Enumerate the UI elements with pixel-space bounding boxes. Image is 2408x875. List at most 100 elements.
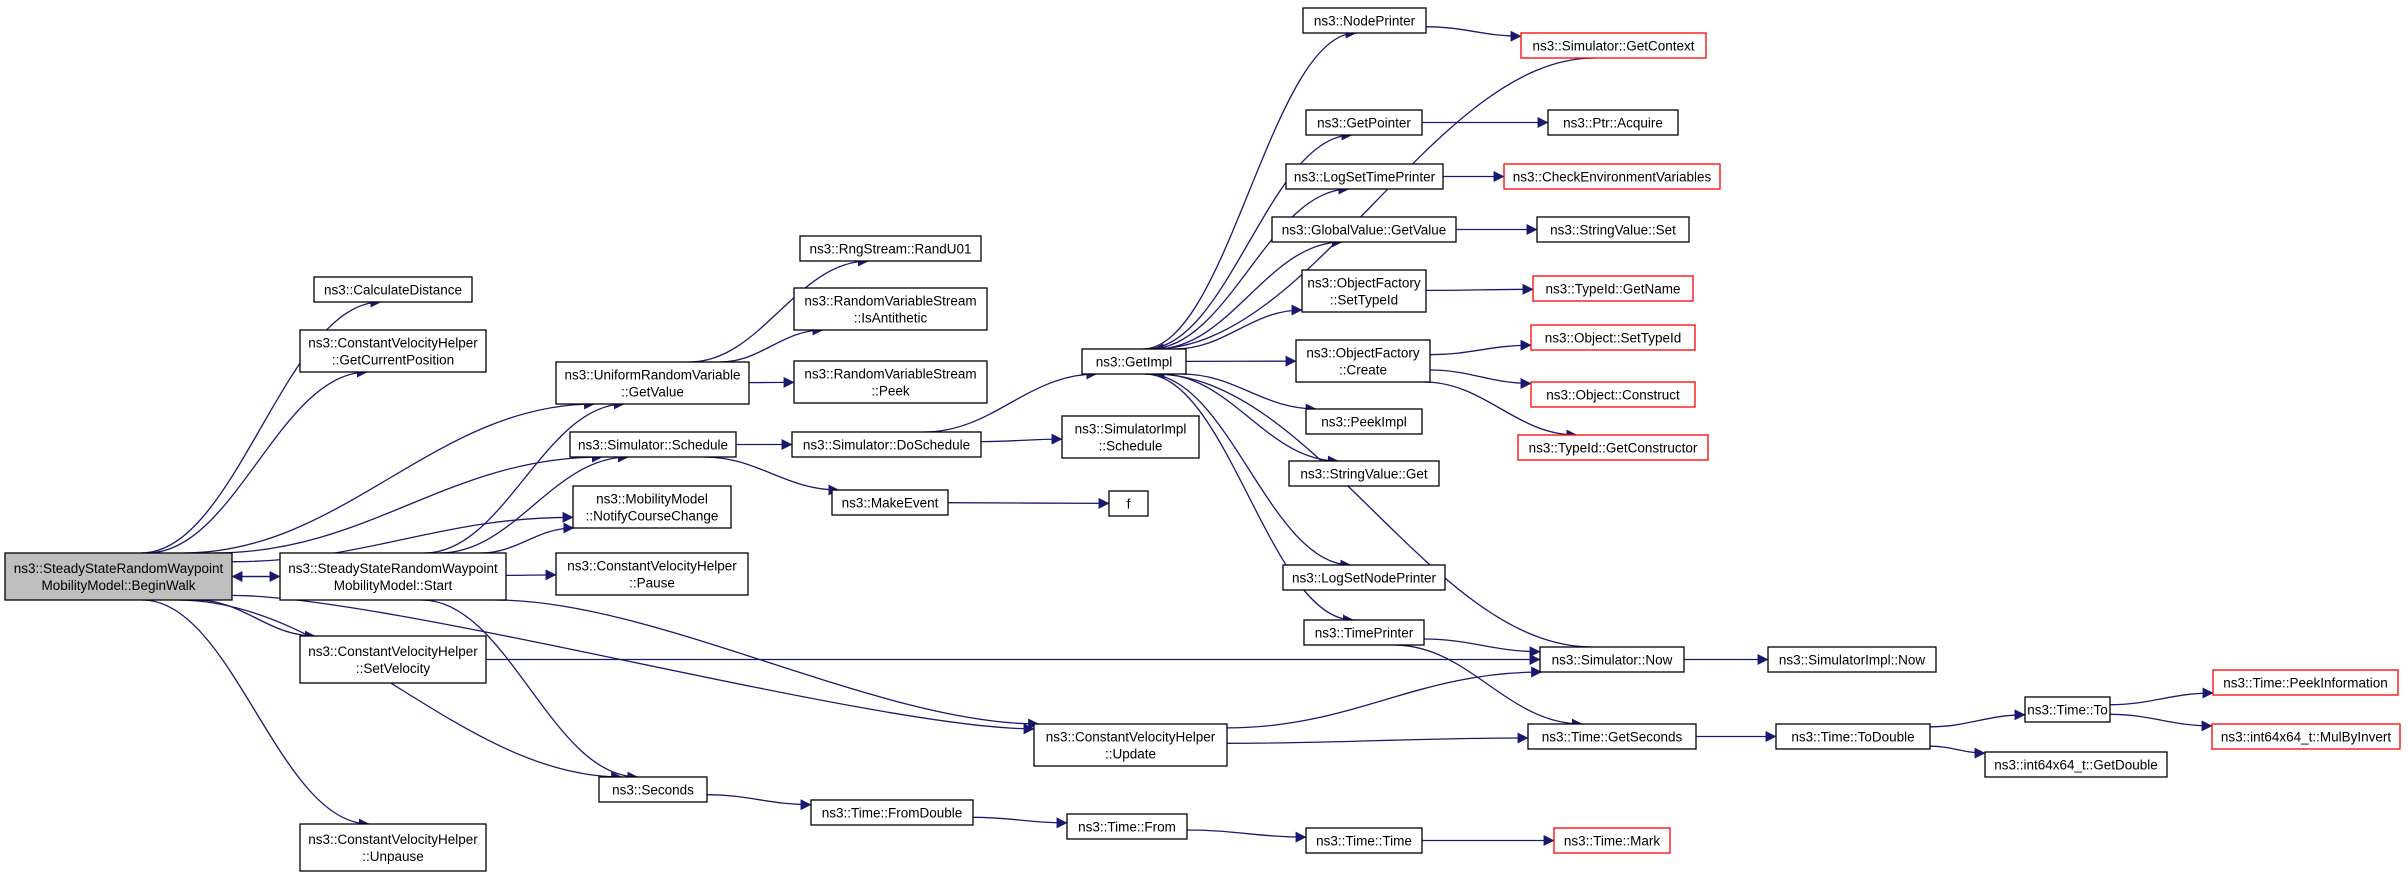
edge-line bbox=[1429, 339, 1532, 356]
node-ptracquire[interactable]: ns3::Ptr::Acquire bbox=[1547, 109, 1679, 136]
node-sim-now[interactable]: ns3::Simulator::Now bbox=[1539, 646, 1685, 673]
node-getseconds[interactable]: ns3::Time::GetSeconds bbox=[1527, 723, 1697, 750]
node-box bbox=[1303, 619, 1425, 646]
node-box bbox=[1066, 813, 1188, 840]
node-box bbox=[1302, 7, 1427, 34]
node-doschedule[interactable]: ns3::Simulator::DoSchedule bbox=[791, 431, 982, 458]
node-getcurpos[interactable]: ns3::ConstantVelocityHelper::GetCurrentP… bbox=[299, 329, 487, 373]
node-box bbox=[1984, 751, 2168, 778]
node-randu01[interactable]: ns3::RngStream::RandU01 bbox=[799, 235, 982, 262]
edge-getimpl-to-of-settypeid bbox=[1174, 304, 1303, 350]
edge-timeprinter-to-sim-now bbox=[1423, 638, 1541, 658]
node-label: ns3::RandomVariableStream bbox=[804, 294, 976, 309]
node-box bbox=[2212, 669, 2399, 696]
node-fromdouble[interactable]: ns3::Time::FromDouble bbox=[810, 799, 974, 826]
node-isanti[interactable]: ns3::RandomVariableStream::IsAntithetic bbox=[793, 287, 988, 331]
node-timeprinter[interactable]: ns3::TimePrinter bbox=[1303, 619, 1425, 646]
node-makeevent[interactable]: ns3::MakeEvent bbox=[831, 489, 949, 516]
node-box bbox=[555, 361, 750, 405]
edge-beginwalk-to-sim-schedule bbox=[213, 451, 603, 554]
node-cvh-update[interactable]: ns3::ConstantVelocityHelper::Update bbox=[1033, 723, 1228, 767]
node-label: ns3::SteadyStateRandomWaypoint bbox=[288, 561, 498, 576]
node-of-settypeid[interactable]: ns3::ObjectFactory::SetTypeId bbox=[1301, 269, 1427, 313]
edge-line bbox=[1144, 373, 1354, 626]
node-timefrom[interactable]: ns3::Time::From bbox=[1066, 813, 1188, 840]
edge-line bbox=[1142, 27, 1357, 350]
node-box bbox=[1282, 564, 1446, 591]
edge-line bbox=[439, 451, 629, 554]
node-mulbyinvert[interactable]: ns3::int64x64_t::MulByInvert bbox=[2211, 723, 2401, 750]
node-timetime[interactable]: ns3::Time::Time bbox=[1305, 827, 1423, 854]
edge-line bbox=[421, 599, 639, 783]
edge-line bbox=[2109, 687, 2214, 706]
node-simimpl-sched[interactable]: ns3::SimulatorImpl::Schedule bbox=[1061, 415, 1200, 459]
node-peekimpl[interactable]: ns3::PeekImpl bbox=[1305, 408, 1423, 435]
node-setvel[interactable]: ns3::ConstantVelocityHelper::SetVelocity bbox=[299, 635, 487, 684]
node-typeid-getctor[interactable]: ns3::TypeId::GetConstructor bbox=[1517, 434, 1709, 461]
node-i64getdouble[interactable]: ns3::int64x64_t::GetDouble bbox=[1984, 751, 2168, 778]
node-beginwalk[interactable]: ns3::SteadyStateRandomWaypointMobilityMo… bbox=[4, 552, 233, 601]
node-calcdist[interactable]: ns3::CalculateDistance bbox=[313, 276, 473, 303]
edge-makeevent-to-f bbox=[947, 497, 1110, 509]
node-checkenv[interactable]: ns3::CheckEnvironmentVariables bbox=[1503, 163, 1721, 190]
edge-line bbox=[505, 569, 557, 581]
node-label: ::NotifyCourseChange bbox=[586, 509, 719, 524]
node-box bbox=[1301, 269, 1427, 313]
edge-getimpl-to-nodeprinter bbox=[1142, 27, 1357, 350]
edge-start-to-sim-schedule bbox=[439, 451, 629, 554]
node-peekinfo[interactable]: ns3::Time::PeekInformation bbox=[2212, 669, 2399, 696]
node-box bbox=[313, 276, 473, 303]
node-label: ns3::Time::GetSeconds bbox=[1542, 730, 1683, 745]
node-typeid-getname[interactable]: ns3::TypeId::GetName bbox=[1532, 275, 1694, 302]
edge-of-create-to-obj-construct bbox=[1429, 369, 1532, 389]
edge-timeto-to-peekinfo bbox=[2109, 687, 2214, 706]
node-seconds[interactable]: ns3::Seconds bbox=[598, 776, 708, 803]
node-sim-schedule[interactable]: ns3::Simulator::Schedule bbox=[569, 431, 737, 458]
edge-line bbox=[147, 366, 368, 554]
node-todouble[interactable]: ns3::Time::ToDouble bbox=[1775, 723, 1931, 750]
node-of-create[interactable]: ns3::ObjectFactory::Create bbox=[1295, 339, 1431, 383]
node-sv-set[interactable]: ns3::StringValue::Set bbox=[1536, 216, 1690, 243]
node-gv-getvalue[interactable]: ns3::GlobalValue::GetValue bbox=[1271, 216, 1457, 243]
node-pause[interactable]: ns3::ConstantVelocityHelper::Pause bbox=[555, 552, 749, 596]
node-label: ns3::TimePrinter bbox=[1315, 626, 1414, 641]
node-f[interactable]: f bbox=[1108, 490, 1149, 517]
node-obj-settypeid[interactable]: ns3::Object::SetTypeId bbox=[1530, 324, 1696, 351]
node-logsettime[interactable]: ns3::LogSetTimePrinter bbox=[1285, 163, 1444, 190]
node-getcontext[interactable]: ns3::Simulator::GetContext bbox=[1520, 32, 1707, 59]
edge-line bbox=[706, 794, 812, 811]
node-box bbox=[1517, 434, 1709, 461]
node-box bbox=[279, 552, 507, 601]
edge-getimpl-to-timeprinter bbox=[1144, 373, 1354, 626]
edge-beginwalk-to-cvh-update bbox=[231, 594, 1035, 735]
node-label: ::SetVelocity bbox=[356, 661, 431, 676]
node-label: ns3::Simulator::Now bbox=[1552, 653, 1673, 668]
node-timeto[interactable]: ns3::Time::To bbox=[2024, 696, 2111, 723]
node-label: ns3::SteadyStateRandomWaypoint bbox=[14, 561, 224, 576]
edge-getcontext-to-getimpl bbox=[1152, 57, 1595, 355]
node-box bbox=[1271, 216, 1457, 243]
node-nodeprinter[interactable]: ns3::NodePrinter bbox=[1302, 7, 1427, 34]
node-obj-construct[interactable]: ns3::Object::Construct bbox=[1530, 381, 1696, 408]
node-timemark[interactable]: ns3::Time::Mark bbox=[1553, 827, 1671, 854]
node-label: ::IsAntithetic bbox=[854, 311, 928, 326]
node-getpointer[interactable]: ns3::GetPointer bbox=[1305, 109, 1423, 136]
node-sv-get[interactable]: ns3::StringValue::Get bbox=[1288, 460, 1440, 487]
node-logsetnode[interactable]: ns3::LogSetNodePrinter bbox=[1282, 564, 1446, 591]
edge-line bbox=[177, 599, 623, 783]
node-unpause[interactable]: ns3::ConstantVelocityHelper::Unpause bbox=[299, 823, 487, 872]
edge-start-to-cvh-update bbox=[495, 599, 1040, 730]
node-start[interactable]: ns3::SteadyStateRandomWaypointMobilityMo… bbox=[279, 552, 507, 601]
edge-todouble-to-i64getdouble bbox=[1929, 745, 1986, 759]
node-peek[interactable]: ns3::RandomVariableStream::Peek bbox=[793, 360, 988, 404]
node-getimpl[interactable]: ns3::GetImpl bbox=[1081, 348, 1187, 375]
node-box bbox=[1081, 348, 1187, 375]
node-simimpl-now[interactable]: ns3::SimulatorImpl::Now bbox=[1767, 646, 1937, 673]
edge-beginwalk-to-calcdist bbox=[140, 296, 382, 554]
node-notify[interactable]: ns3::MobilityModel::NotifyCourseChange bbox=[572, 485, 732, 529]
node-urv-getvalue[interactable]: ns3::UniformRandomVariable::GetValue bbox=[555, 361, 750, 405]
edge-doschedule-to-simimpl-sched bbox=[980, 433, 1063, 445]
edge-todouble-to-timeto bbox=[1929, 709, 2026, 728]
edge-getimpl-to-logsettime bbox=[1149, 183, 1350, 350]
